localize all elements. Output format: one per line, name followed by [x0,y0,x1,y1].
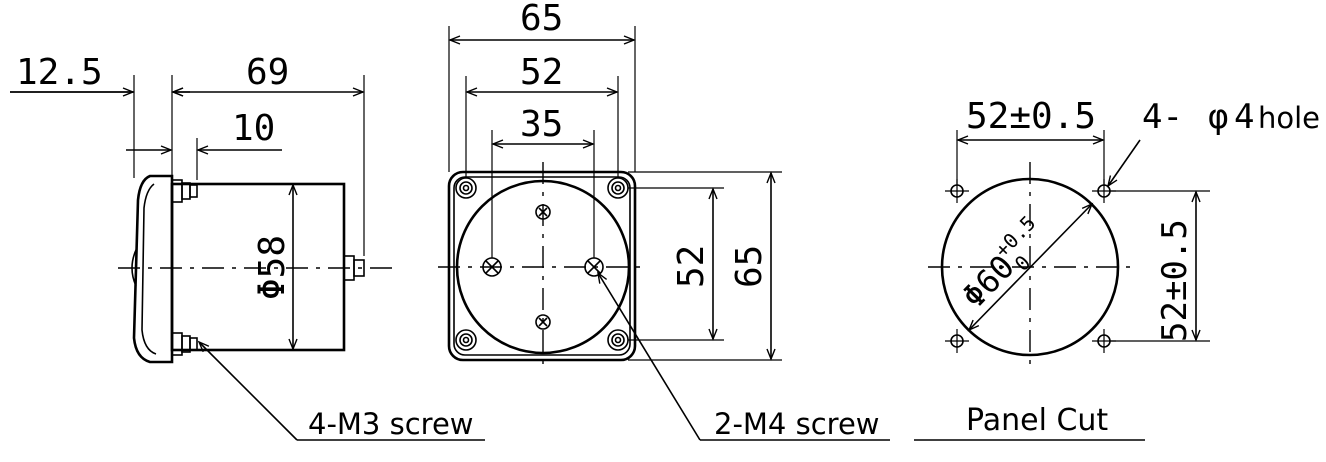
front-corner-screw-tl [455,177,477,199]
dim-panel-hole-spacing-horizontal: 52±0.5 [966,96,1096,137]
side-screw-callout: 4-M3 screw [308,407,474,441]
dim-body-length: 69 [246,52,289,93]
dim-flange-thickness: 12.5 [16,52,103,93]
dim-panel-hole-spacing-vertical: 52±0.5 [1155,219,1195,342]
front-small-screw-top [535,204,551,220]
hole-callout-symbol: φ [1208,97,1228,137]
side-view: 12.5 69 10 Φ58 4-M3 screw [10,52,485,441]
side-flange-knob [131,249,137,287]
dim-body-diameter: Φ58 [252,235,293,300]
side-flange-inner [141,183,157,355]
hole-callout-size: 4 [1234,97,1254,137]
dim-terminal-offset: 10 [232,108,275,149]
side-flange [132,174,174,364]
panel-cut-view: 52±0.5 4- φ 4 hole Φ60 +0.5 0 52±0.5 Pan… [914,96,1320,441]
dim-front-mount-spacing: 52 [520,52,563,93]
dim-front-screw-spacing: 35 [520,104,563,145]
front-callout-leader [597,271,701,441]
side-terminal-bottom [171,332,198,356]
front-square-flange [447,170,637,362]
front-screw-callout: 2-M4 screw [714,407,880,441]
front-view: 65 52 35 52 65 2-M4 screw [438,0,890,441]
dim-front-overall-height: 65 [729,245,770,288]
panel-hole-leader [1106,139,1141,188]
side-callout-leader [197,340,298,441]
dim-front-overall-width: 65 [520,0,563,39]
front-corner-screw-tr [607,177,629,199]
hole-callout-suffix: hole [1258,101,1320,135]
hole-callout-prefix: 4- [1142,97,1183,137]
dim-front-mount-spacing-vertical: 52 [671,245,712,288]
dim-panel-diameter-line [967,202,1094,332]
front-corner-screw-br [607,329,629,351]
panel-cut-title: Panel Cut [966,403,1108,438]
front-corner-screw-bl [455,329,477,351]
front-m4-screw-right [584,257,604,277]
panel-hole-callout: 4- φ 4 hole [1142,97,1320,137]
front-small-screw-bottom [535,314,551,330]
panel-diameter-label: Φ60 +0.5 0 [954,211,1040,316]
panel-hole-bl [945,329,969,353]
side-rear-stud [343,255,365,281]
